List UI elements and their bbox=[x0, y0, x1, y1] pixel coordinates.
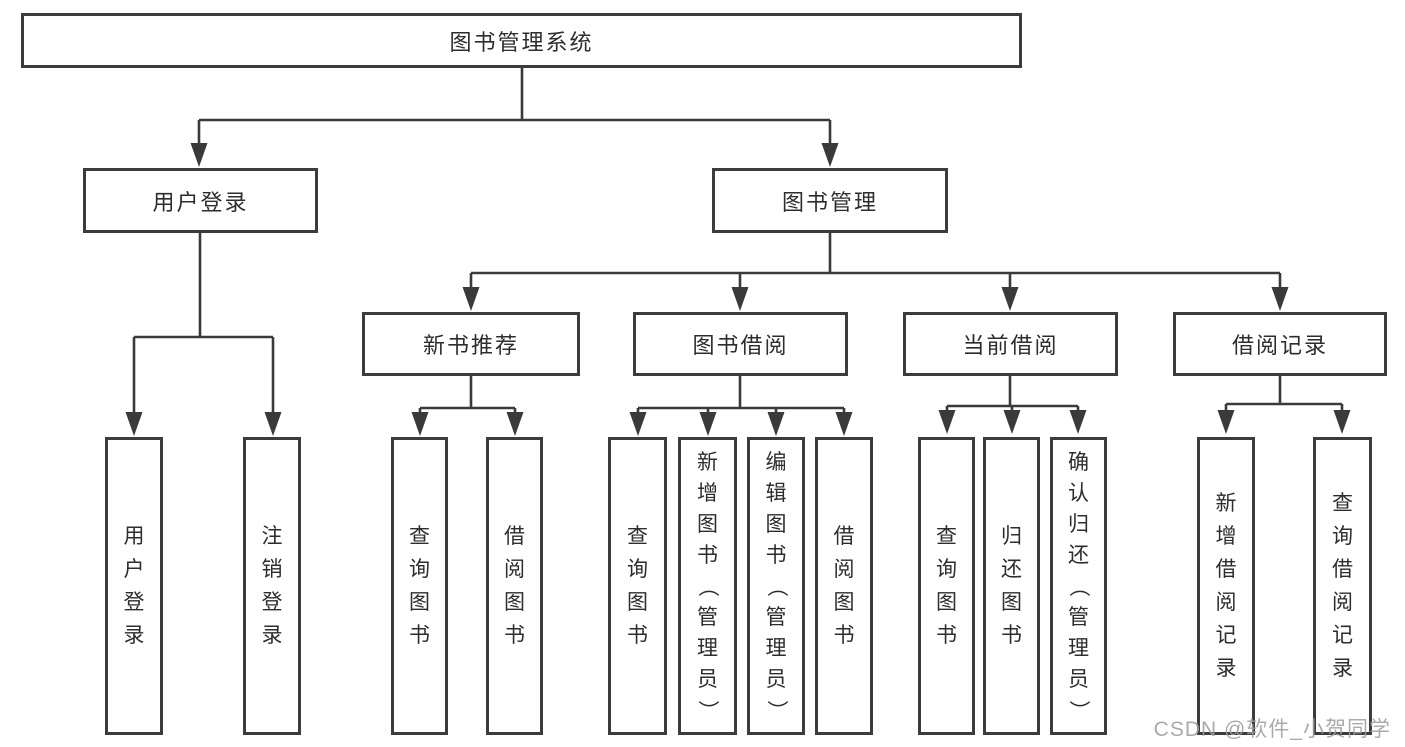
leaf-borrow-query-books: 查询图书 bbox=[608, 437, 667, 735]
leaf-borrow-borrow-books: 借阅图书 bbox=[815, 437, 873, 735]
leaf-user-logout: 注销登录 bbox=[243, 437, 301, 735]
node-current-borrow: 当前借阅 bbox=[903, 312, 1118, 376]
leaf-current-confirm-return-admin: 确认归还（管理员） bbox=[1050, 437, 1107, 735]
leaf-current-return-book: 归还图书 bbox=[983, 437, 1040, 735]
leaf-borrow-add-book-admin: 新增图书（管理员） bbox=[678, 437, 737, 735]
leaf-current-query-books: 查询图书 bbox=[918, 437, 975, 735]
leaf-recommend-query-books: 查询图书 bbox=[391, 437, 448, 735]
arrowhead-icons bbox=[125, 143, 1351, 436]
leaf-user-login: 用户登录 bbox=[105, 437, 163, 735]
leaf-records-add-record: 新增借阅记录 bbox=[1197, 437, 1255, 735]
node-root: 图书管理系统 bbox=[21, 13, 1022, 68]
node-borrow-records: 借阅记录 bbox=[1173, 312, 1387, 376]
node-new-book-recommend: 新书推荐 bbox=[362, 312, 580, 376]
node-book-management: 图书管理 bbox=[712, 168, 948, 233]
leaf-records-query-record: 查询借阅记录 bbox=[1313, 437, 1372, 735]
leaf-recommend-borrow-books: 借阅图书 bbox=[486, 437, 543, 735]
node-user-login: 用户登录 bbox=[83, 168, 318, 233]
node-book-borrow: 图书借阅 bbox=[633, 312, 848, 376]
csdn-watermark: CSDN @软件_小贺同学 bbox=[1153, 718, 1391, 741]
leaf-borrow-edit-book-admin: 编辑图书（管理员） bbox=[747, 437, 805, 735]
